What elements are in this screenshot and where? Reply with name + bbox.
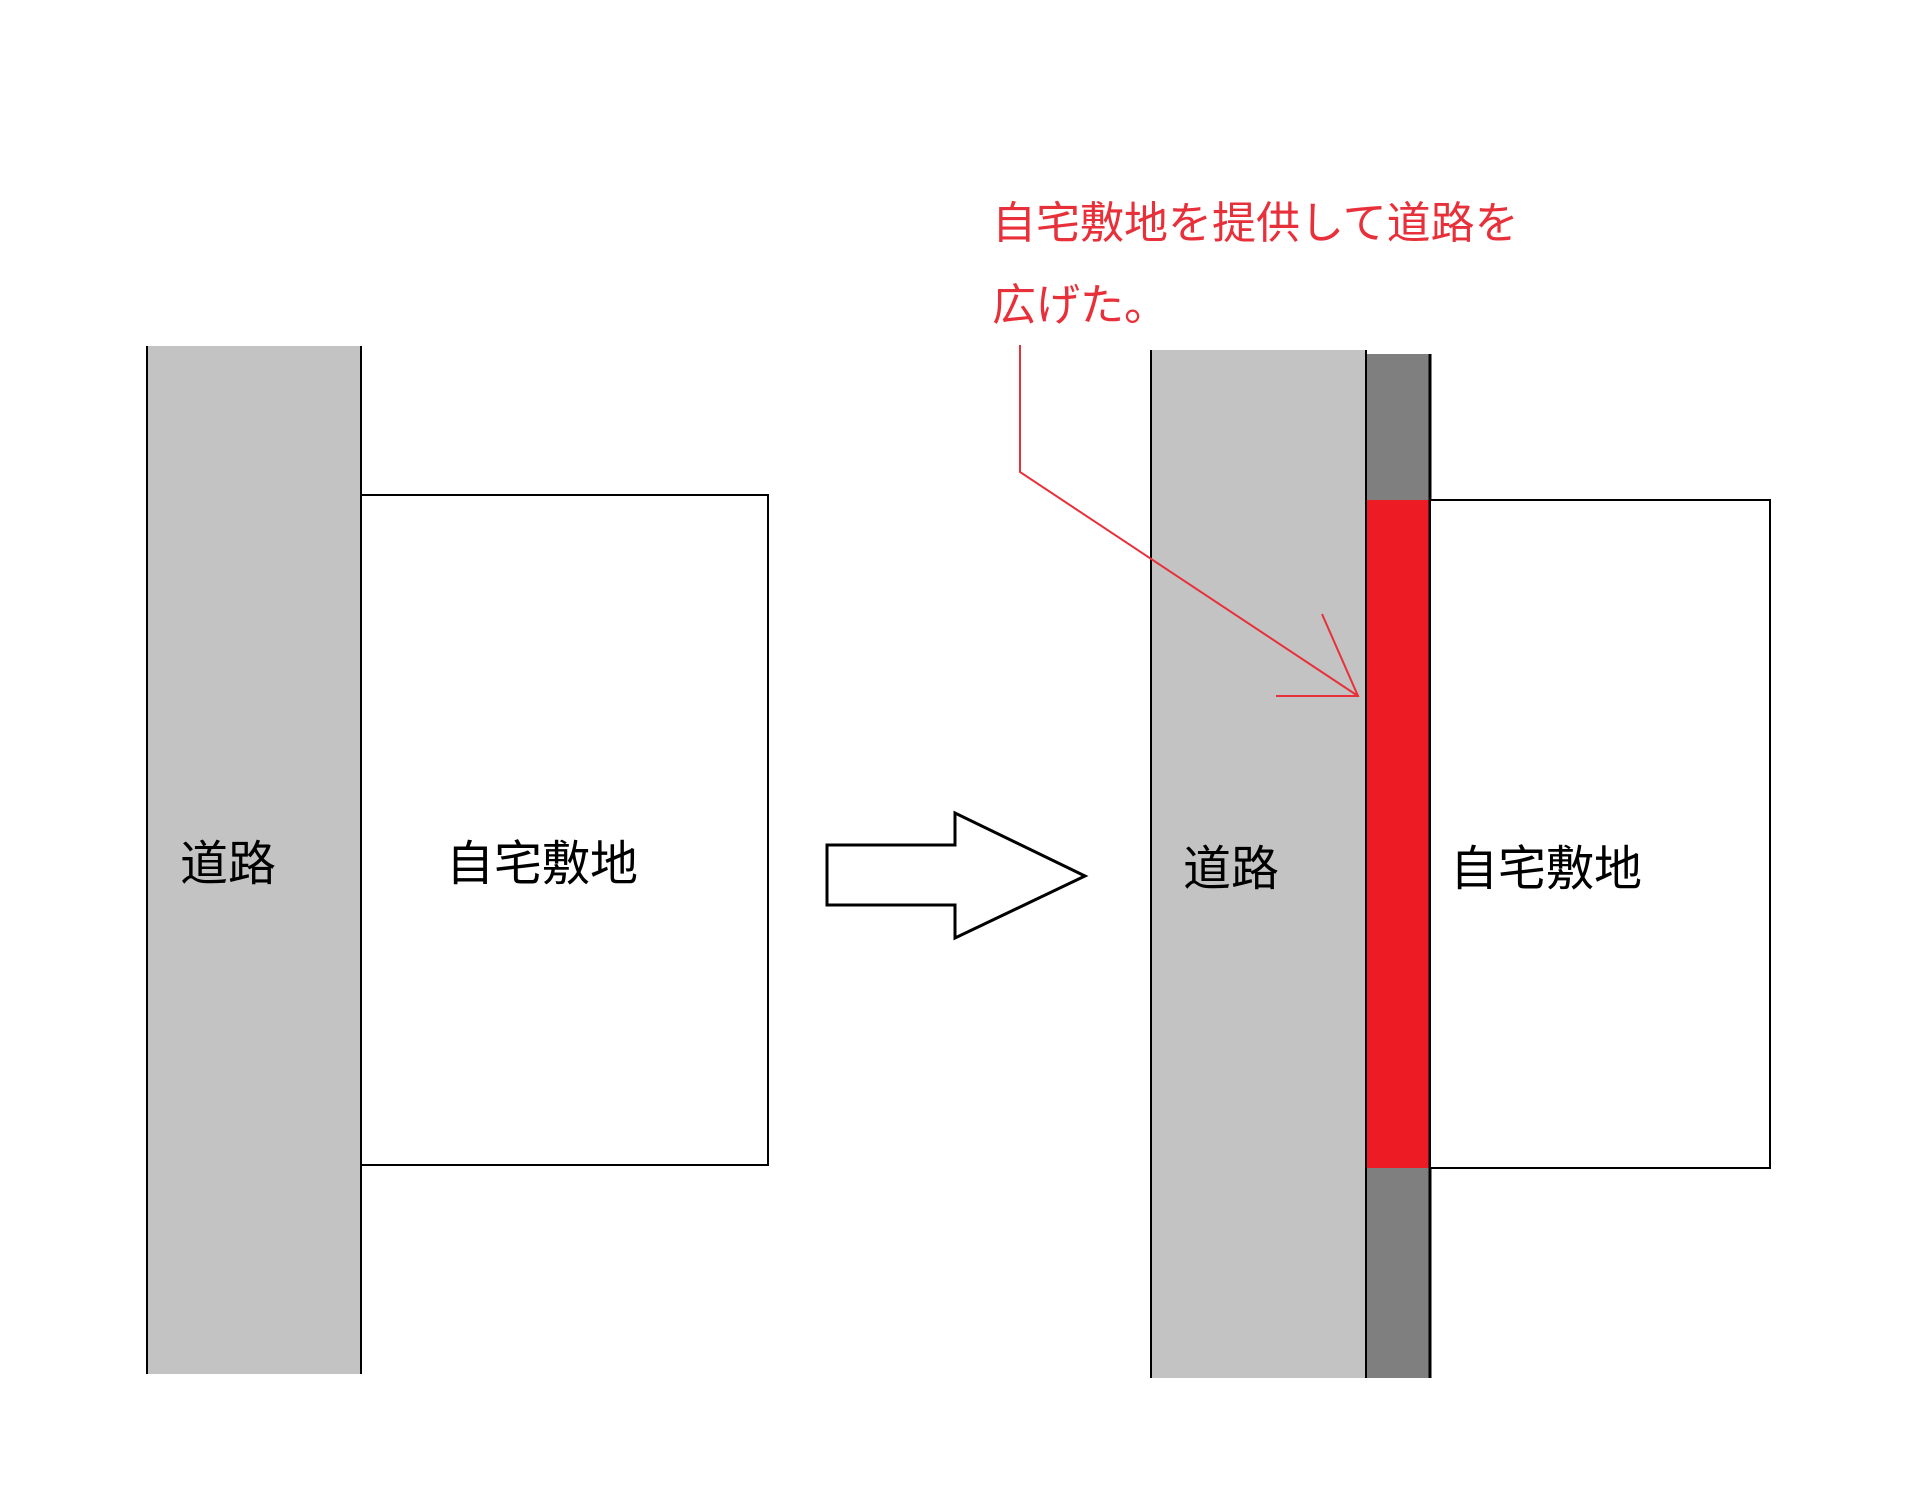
after-road bbox=[1151, 350, 1366, 1378]
annotation-arrowhead-icon bbox=[1276, 613, 1360, 697]
annotation-leader-line bbox=[1019, 345, 1359, 697]
annotation-line-1: 自宅敷地を提供して道路を bbox=[992, 198, 1519, 249]
before-home-lot bbox=[360, 494, 769, 1166]
before-panel: 道路 自宅敷地 bbox=[146, 346, 769, 1374]
after-panel: 道路 自宅敷地 bbox=[1150, 350, 1771, 1378]
existing-road-strip-bottom bbox=[1366, 1168, 1430, 1378]
before-lot-label: 自宅敷地 bbox=[446, 836, 638, 892]
before-road-label: 道路 bbox=[180, 836, 276, 892]
before-road bbox=[147, 346, 361, 1374]
provided-land-strip bbox=[1366, 500, 1430, 1168]
annotation: 自宅敷地を提供して道路を 広げた。 bbox=[992, 198, 1519, 697]
after-home-lot bbox=[1429, 499, 1771, 1169]
existing-road-strip-top bbox=[1366, 354, 1430, 500]
transition-arrow-icon bbox=[825, 810, 1089, 941]
after-lot-label: 自宅敷地 bbox=[1450, 841, 1642, 897]
annotation-line-2: 広げた。 bbox=[992, 280, 1168, 331]
after-road-label: 道路 bbox=[1183, 841, 1279, 897]
